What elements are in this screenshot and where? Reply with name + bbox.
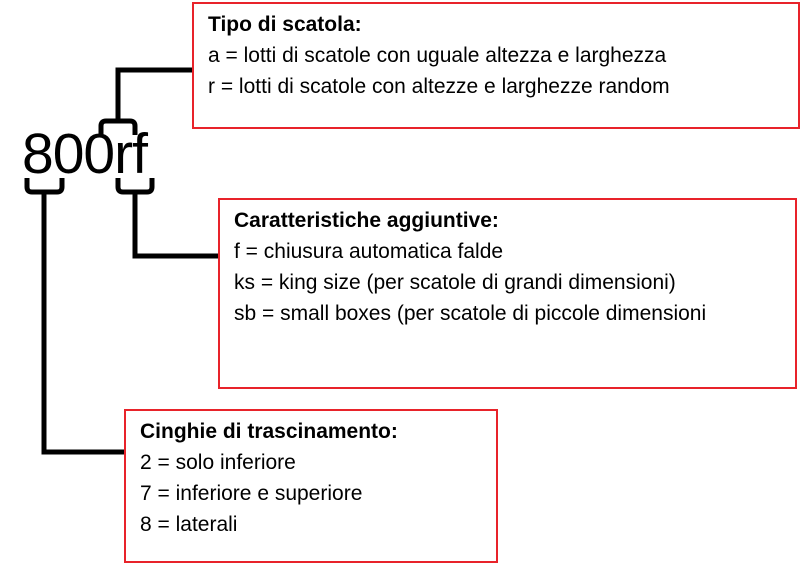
callout-line: f = chiusura automatica falde bbox=[234, 240, 504, 263]
leader-to-cinghie bbox=[41, 192, 124, 455]
leader-to-caratteristiche bbox=[132, 192, 218, 259]
callout-tipo-di-scatola: Tipo di scatola: a = lotti di scatole co… bbox=[192, 2, 800, 129]
callout-line: 7 = inferiore e superiore bbox=[140, 482, 363, 505]
callout-line: 2 = solo inferiore bbox=[140, 451, 296, 474]
callout-line: ks = king size (per scatole di grandi di… bbox=[234, 271, 676, 294]
callout-line: r = lotti di scatole con altezze e largh… bbox=[208, 75, 670, 98]
callout-caratteristiche-aggiuntive: Caratteristiche aggiuntive: f = chiusura… bbox=[218, 198, 797, 389]
callout-cinghie-di-trascinamento: Cinghie di trascinamento: 2 = solo infer… bbox=[124, 409, 498, 563]
callout-title: Tipo di scatola: bbox=[208, 13, 362, 36]
callout-title: Caratteristiche aggiuntive: bbox=[234, 209, 499, 232]
product-code-label: 800rf bbox=[22, 122, 148, 186]
callout-line: sb = small boxes (per scatole di piccole… bbox=[234, 302, 707, 325]
callout-line: 8 = laterali bbox=[140, 513, 238, 536]
callout-title: Cinghie di trascinamento: bbox=[140, 420, 398, 443]
leader-to-tipo bbox=[115, 67, 192, 121]
callout-line: a = lotti di scatole con uguale altezza … bbox=[208, 44, 667, 67]
